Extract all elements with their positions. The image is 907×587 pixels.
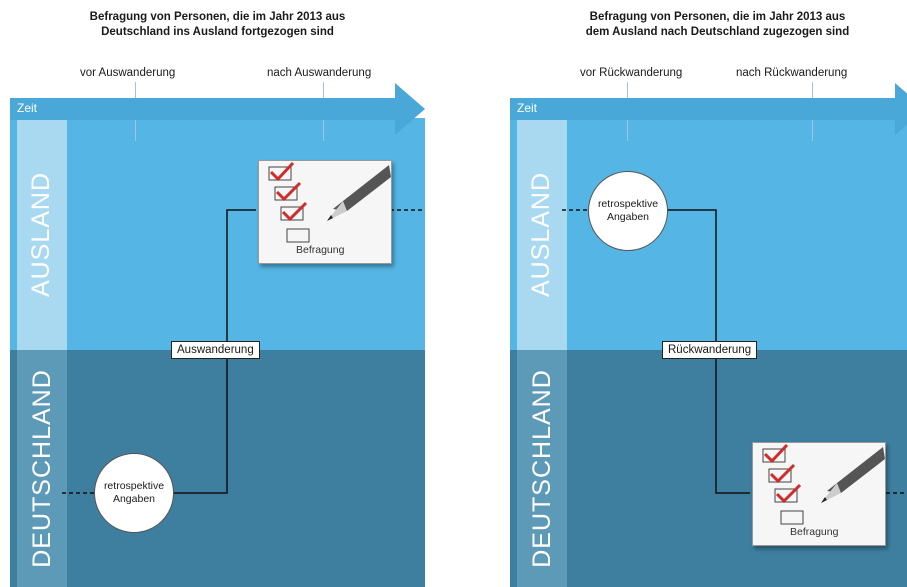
migration-event-box: Rückwanderung (662, 341, 758, 359)
region-abroad-band (17, 118, 67, 350)
time-label: Zeit (17, 101, 38, 115)
time-arrow (510, 83, 907, 135)
checklist-pen-icon (268, 161, 391, 243)
region-abroad-band (517, 118, 567, 350)
time-label: Zeit (517, 101, 538, 115)
migration-event-box: Auswanderung (171, 341, 260, 359)
region-abroad (510, 118, 907, 350)
survey-image: Befragung (258, 160, 392, 264)
survey-label: Befragung (296, 244, 345, 256)
survey-label: Befragung (790, 526, 839, 538)
phase-before-label: vor Auswanderung (80, 67, 176, 79)
phase-after-label: nach Auswanderung (267, 67, 372, 79)
migration-path (62, 209, 425, 494)
region-germany-band (17, 350, 67, 587)
panel-title: Befragung von Personen, die im Jahr 2013… (89, 11, 346, 38)
phase-after-label: nach Rückwanderung (736, 67, 848, 79)
region-germany-band (517, 350, 567, 587)
panel-title: Befragung von Personen, die im Jahr 2013… (585, 11, 850, 38)
region-germany (10, 350, 425, 587)
checklist-pen-icon (762, 443, 885, 525)
panel-return-migration: Befragung von Personen, die im Jahr 2013… (510, 0, 907, 587)
phase-before-label: vor Rückwanderung (580, 67, 683, 79)
panel-emigration: Befragung von Personen, die im Jahr 2013… (10, 0, 425, 587)
survey-image: Befragung (752, 442, 886, 546)
time-arrow (10, 83, 425, 135)
